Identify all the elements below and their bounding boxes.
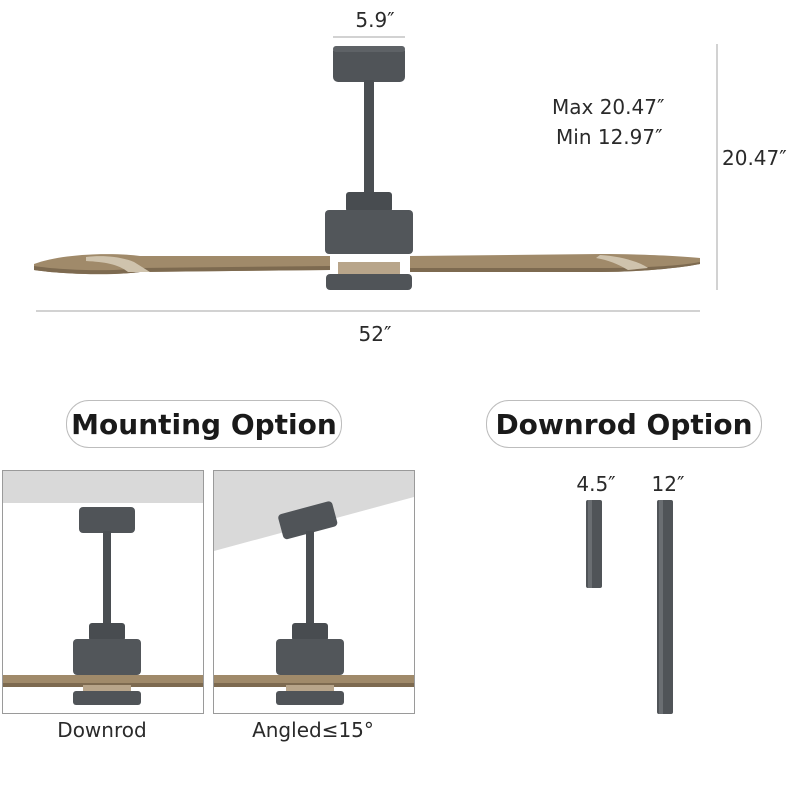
- height-min-label: Min 12.97″: [556, 125, 663, 149]
- mounting-angled-caption: Angled≤15°: [252, 718, 374, 742]
- mounting-option-heading: Mounting Option: [66, 400, 342, 448]
- mounting-angled-panel: [213, 470, 415, 714]
- downrod: [364, 80, 374, 196]
- light-housing: [326, 274, 412, 290]
- angled-mount-illustration: [214, 471, 414, 705]
- light-ring: [338, 262, 400, 276]
- ceiling: [3, 471, 203, 503]
- mounting-downrod-caption: Downrod: [57, 718, 147, 742]
- downrod-long: [657, 500, 673, 714]
- height-max-label: Max 20.47″: [552, 95, 665, 119]
- fan-illustration: [34, 36, 718, 312]
- downrod-long-label: 12″: [651, 472, 685, 496]
- canopy: [333, 46, 405, 82]
- downrod-short: [586, 500, 602, 588]
- blade-span-label: 52″: [358, 322, 392, 346]
- downrod-short-label: 4.5″: [576, 472, 616, 496]
- fan-blades: [34, 254, 700, 275]
- mounting-downrod-panel: [2, 470, 204, 714]
- canopy-width-label: 5.9″: [355, 8, 395, 32]
- downrod-option-heading: Downrod Option: [486, 400, 762, 448]
- downrod-mount-illustration: [3, 471, 203, 705]
- overall-height-label: 20.47″: [722, 146, 787, 170]
- motor-housing: [325, 210, 413, 254]
- motor-collar: [346, 192, 392, 212]
